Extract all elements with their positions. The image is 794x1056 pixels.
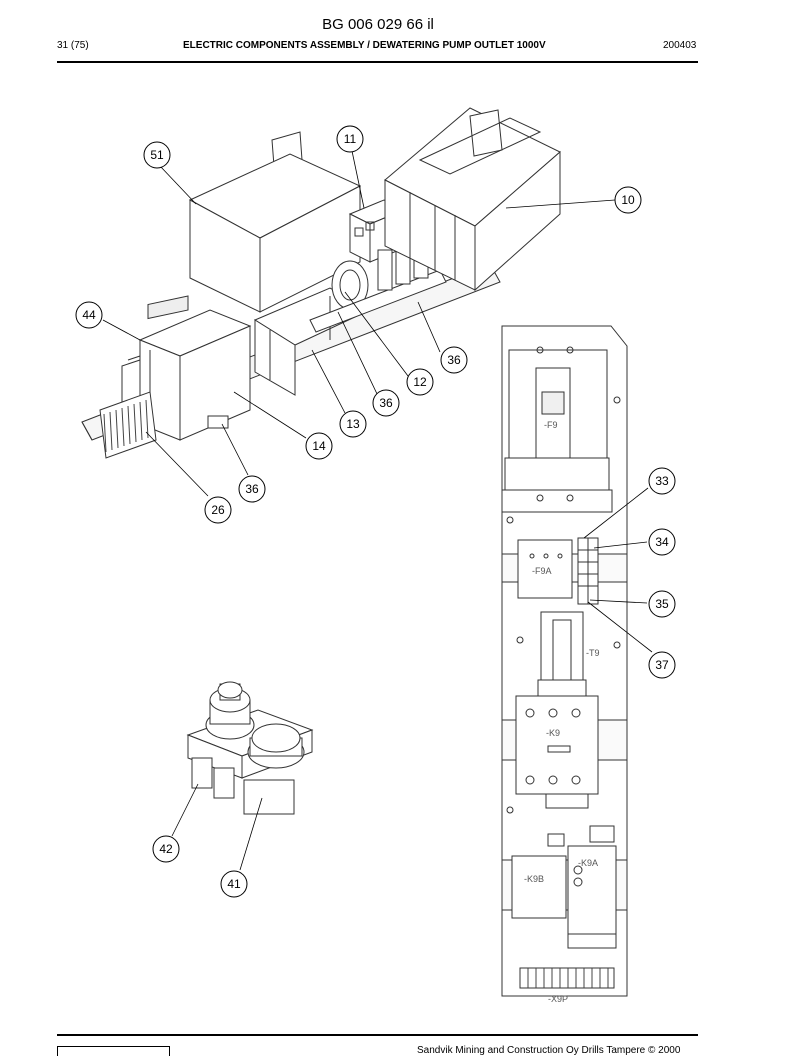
footer-rule bbox=[57, 1034, 698, 1036]
svg-text:36: 36 bbox=[245, 482, 259, 496]
callout-14: 14 bbox=[305, 432, 333, 460]
svg-text:12: 12 bbox=[413, 375, 427, 389]
document-title: ELECTRIC COMPONENTS ASSEMBLY / DEWATERIN… bbox=[183, 40, 546, 51]
callout-36-b: 36 bbox=[372, 389, 400, 417]
upper-assembly bbox=[81, 107, 561, 459]
leader-lines bbox=[102, 150, 653, 871]
svg-text:37: 37 bbox=[655, 658, 669, 672]
svg-text:41: 41 bbox=[227, 877, 241, 891]
callout-13: 13 bbox=[339, 410, 367, 438]
svg-text:34: 34 bbox=[655, 535, 669, 549]
svg-text:36: 36 bbox=[447, 353, 461, 367]
document-code: 200403 bbox=[663, 40, 697, 51]
callout-26: 26 bbox=[204, 496, 232, 524]
svg-text:44: 44 bbox=[82, 308, 96, 322]
callout-51: 51 bbox=[143, 141, 171, 169]
label-k9a: -K9A bbox=[578, 858, 598, 868]
callout-42: 42 bbox=[152, 835, 180, 863]
callout-37: 37 bbox=[648, 651, 676, 679]
header-rule bbox=[57, 61, 698, 63]
callout-41: 41 bbox=[220, 870, 248, 898]
svg-text:10: 10 bbox=[621, 193, 635, 207]
svg-text:26: 26 bbox=[211, 503, 225, 517]
callout-35: 35 bbox=[648, 590, 676, 618]
pushbutton-assembly bbox=[186, 681, 314, 815]
svg-text:33: 33 bbox=[655, 474, 669, 488]
label-f9: -F9 bbox=[544, 420, 558, 430]
svg-text:36: 36 bbox=[379, 396, 393, 410]
svg-text:51: 51 bbox=[150, 148, 164, 162]
label-k9: -K9 bbox=[546, 728, 560, 738]
callout-44: 44 bbox=[75, 301, 103, 329]
footer-copyright: Sandvik Mining and Construction Oy Drill… bbox=[417, 1045, 681, 1056]
callout-36-c: 36 bbox=[238, 475, 266, 503]
label-x9p: -X9P bbox=[548, 994, 568, 1004]
svg-text:35: 35 bbox=[655, 597, 669, 611]
callout-33: 33 bbox=[648, 467, 676, 495]
svg-text:42: 42 bbox=[159, 842, 173, 856]
panel-layout bbox=[501, 325, 628, 997]
callout-10: 10 bbox=[614, 186, 642, 214]
label-f9a: -F9A bbox=[532, 566, 552, 576]
label-t9: -T9 bbox=[586, 648, 600, 658]
page-number: 31 (75) bbox=[57, 40, 89, 51]
document-id: BG 006 029 66 il bbox=[322, 16, 434, 33]
svg-text:13: 13 bbox=[346, 417, 360, 431]
callout-11: 11 bbox=[336, 125, 364, 153]
svg-text:14: 14 bbox=[312, 439, 326, 453]
callout-34: 34 bbox=[648, 528, 676, 556]
callout-36-a: 36 bbox=[440, 346, 468, 374]
svg-text:11: 11 bbox=[344, 132, 357, 146]
callout-12: 12 bbox=[406, 368, 434, 396]
label-k9b: -K9B bbox=[524, 874, 544, 884]
company-logo bbox=[57, 1046, 170, 1056]
